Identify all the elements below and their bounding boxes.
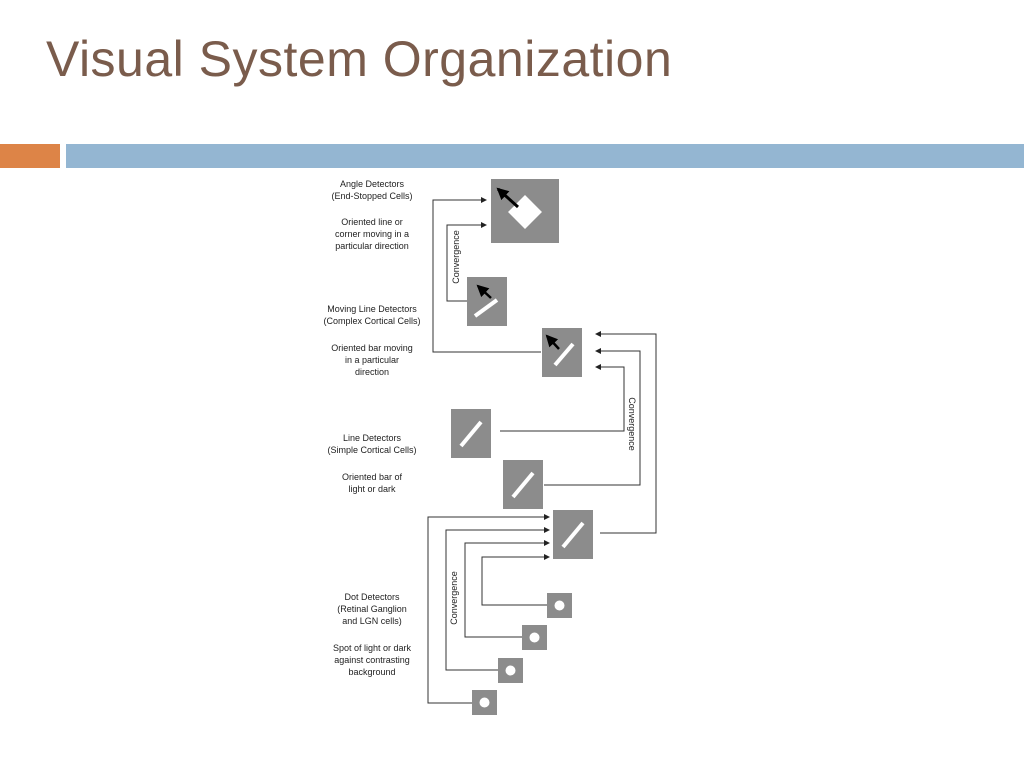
line-detector-cell-2	[503, 460, 543, 509]
slide-title: Visual System Organization	[46, 31, 673, 87]
moving-desc-line-1: Oriented bar moving	[331, 343, 413, 353]
dot-desc-line-1: Spot of light or dark	[333, 643, 412, 653]
angle-desc-line-3: particular direction	[335, 241, 409, 251]
moving-line-detectors-sublabel: (Complex Cortical Cells)	[323, 316, 420, 326]
moving-desc-line-3: direction	[355, 367, 389, 377]
line-desc-line-2: light or dark	[348, 484, 396, 494]
dot-to-line-connectors	[427, 514, 550, 704]
moving-desc-line-2: in a particular	[345, 355, 399, 365]
moving-to-angle-connectors	[432, 197, 541, 353]
angle-detectors-label: Angle Detectors	[340, 179, 405, 189]
line-detectors-sublabel: (Simple Cortical Cells)	[327, 445, 416, 455]
line-to-moving-connectors	[500, 331, 657, 534]
dot-detectors-label: Dot Detectors	[344, 592, 400, 602]
convergence-label-middle: Convergence	[627, 397, 637, 451]
dot-desc-line-3: background	[348, 667, 395, 677]
line-detector-cell-1	[451, 409, 491, 458]
dot-detectors-sublabel-1: (Retinal Ganglion	[337, 604, 407, 614]
dot-detector-cell-2	[522, 625, 547, 650]
angle-desc-line-1: Oriented line or	[341, 217, 403, 227]
line-desc-line-1: Oriented bar of	[342, 472, 403, 482]
angle-detector-cell	[491, 179, 559, 243]
accent-bar-blue	[66, 144, 1024, 168]
convergence-label-bottom: Convergence	[449, 571, 459, 625]
line-detectors-label: Line Detectors	[343, 433, 402, 443]
line-detector-cell-3	[553, 510, 593, 559]
angle-desc-line-2: corner moving in a	[335, 229, 409, 239]
convergence-label-top: Convergence	[451, 230, 461, 284]
angle-detectors-sublabel: (End-Stopped Cells)	[331, 191, 412, 201]
moving-line-detector-cell-1	[467, 277, 507, 326]
dot-desc-line-2: against contrasting	[334, 655, 410, 665]
moving-line-detector-cell-2	[542, 328, 582, 377]
moving-line-detectors-label: Moving Line Detectors	[327, 304, 417, 314]
dot-detector-cell-3	[498, 658, 523, 683]
dot-detector-cell-4	[472, 690, 497, 715]
accent-bar-orange	[0, 144, 60, 168]
dot-detectors-sublabel-2: and LGN cells)	[342, 616, 402, 626]
dot-detector-cell-1	[547, 593, 572, 618]
